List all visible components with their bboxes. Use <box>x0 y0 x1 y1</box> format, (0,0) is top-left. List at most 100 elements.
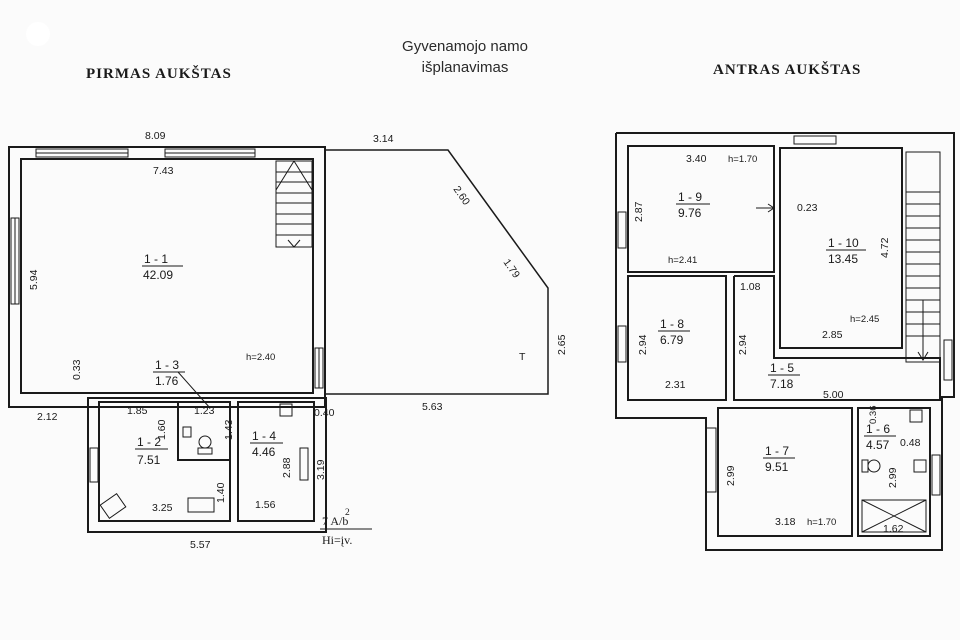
dim-0-48: 0.48 <box>900 437 921 449</box>
wall-outer-second <box>615 132 955 551</box>
room-area-1-5: 7.18 <box>770 377 794 391</box>
stamp-superscript: 2 <box>345 508 350 518</box>
room-id-1-4: 1 - 4 <box>252 429 276 443</box>
dim-2-85: 2.85 <box>822 329 843 341</box>
stamp-line-2: Hi=įv. <box>322 533 352 547</box>
dim-4-72: 4.72 <box>879 237 891 258</box>
window-left-1-8 <box>617 325 627 363</box>
room-id-1-1: 1 - 1 <box>144 252 168 266</box>
corner-dot <box>26 22 50 46</box>
room-id-1-3: 1 - 3 <box>155 358 179 372</box>
window-lower-right <box>299 447 309 481</box>
toilet-icon <box>197 435 213 455</box>
dim-0-33: 0.33 <box>71 359 83 380</box>
height-1-10: h=2.45 <box>850 314 879 325</box>
wall-room-1-7 <box>717 407 853 537</box>
dim-2-87: 2.87 <box>633 201 645 222</box>
dim-8-09: 8.09 <box>145 130 166 142</box>
dim-2-99-left: 2.99 <box>725 465 737 486</box>
room-id-1-5: 1 - 5 <box>770 361 794 375</box>
room-id-1-10: 1 - 10 <box>828 236 859 250</box>
dim-3-40: 3.40 <box>686 153 707 165</box>
dim-1-43: 1.43 <box>223 419 235 440</box>
height-1-7: h=1.70 <box>807 517 836 528</box>
room-id-1-2: 1 - 2 <box>137 435 161 449</box>
dim-3-25: 3.25 <box>152 502 173 514</box>
dim-2-60: 2.60 <box>451 184 473 208</box>
window-right-1-5 <box>943 339 953 381</box>
terrace-outline <box>325 149 549 395</box>
boiler-icon-second <box>909 409 923 423</box>
sink-icon-second <box>913 459 927 473</box>
room-id-1-9: 1 - 9 <box>678 190 702 204</box>
toilet-icon-second <box>861 459 881 473</box>
dim-0-36: 0.36 <box>868 406 879 425</box>
dim-1-23: 1.23 <box>194 405 215 417</box>
dim-2-12: 2.12 <box>37 411 58 423</box>
dim-1-56: 1.56 <box>255 499 276 511</box>
appliance-icon <box>99 493 127 519</box>
window-left-1-7 <box>705 427 717 493</box>
wall-room-1-4 <box>237 401 315 522</box>
dim-1-85: 1.85 <box>127 405 148 417</box>
height-1-9-room: h=2.41 <box>668 255 697 266</box>
room-id-1-8: 1 - 8 <box>660 317 684 331</box>
stamp-line-1: 7 A/b <box>322 514 348 528</box>
second-floor-plan <box>615 132 955 551</box>
window-lower-left <box>89 447 99 483</box>
room-area-1-7: 9.51 <box>765 460 789 474</box>
second-floor-labels: 3.40 h=1.70 2.87 0.23 4.72 1.08 2.94 2.9… <box>633 153 921 535</box>
room-area-1-8: 6.79 <box>660 333 684 347</box>
dim-2-88: 2.88 <box>281 457 293 478</box>
dim-2-94-right: 2.94 <box>737 334 749 355</box>
leader-line <box>177 371 211 409</box>
first-floor-labels: 8.09 7.43 5.94 0.33 2.12 1.85 1.60 1.23 … <box>28 130 568 551</box>
stove-icon <box>187 497 215 513</box>
terrace-mark: T <box>519 351 526 363</box>
room-area-1-2: 7.51 <box>137 453 161 467</box>
dim-3-19: 3.19 <box>315 459 327 480</box>
dim-1-62: 1.62 <box>883 523 904 535</box>
shower-icon <box>861 499 927 533</box>
room-area-1-9: 9.76 <box>678 206 702 220</box>
dim-3-18: 3.18 <box>775 516 796 528</box>
room-id-1-7: 1 - 7 <box>765 444 789 458</box>
dim-0-23: 0.23 <box>797 202 818 214</box>
room-id-1-6: 1 - 6 <box>866 422 890 436</box>
dim-2-31: 2.31 <box>665 379 686 391</box>
dim-1-79: 1.79 <box>501 257 523 281</box>
window-top-second <box>793 135 837 145</box>
stairs-first-floor <box>275 160 313 248</box>
stairs-second-floor <box>905 151 941 363</box>
dim-5-00: 5.00 <box>823 389 844 401</box>
window-right-1-6 <box>931 454 941 496</box>
room-area-1-1: 42.09 <box>143 268 173 282</box>
sink-icon <box>182 426 192 438</box>
wall-room-1-9 <box>627 145 775 273</box>
dim-5-94: 5.94 <box>28 269 40 290</box>
dim-0-40: 0.40 <box>314 407 335 419</box>
page-title: Gyvenamojo namo išplanavimas <box>340 36 590 78</box>
window-left-1-9 <box>617 211 627 249</box>
dim-1-60: 1.60 <box>156 419 168 440</box>
height-1-9: h=1.70 <box>728 154 757 165</box>
dim-2-65: 2.65 <box>556 334 568 355</box>
room-area-1-6: 4.57 <box>866 438 890 452</box>
wall-room-1-2 <box>98 401 231 522</box>
page-title-line-1: Gyvenamojo namo <box>402 38 528 55</box>
wall-outer-main <box>8 146 326 408</box>
wall-room-1-6 <box>857 407 931 537</box>
wall-outer-lower <box>87 397 327 533</box>
boiler-icon <box>279 403 293 417</box>
second-floor-label: ANTRAS AUKŠTAS <box>713 62 862 78</box>
wall-inner-main <box>20 158 314 394</box>
room-area-1-10: 13.45 <box>828 252 858 266</box>
height-first-floor: h=2.40 <box>246 352 275 363</box>
room-area-1-3: 1.76 <box>155 374 179 388</box>
dim-2-94-left: 2.94 <box>637 334 649 355</box>
dim-3-14: 3.14 <box>373 133 394 145</box>
page-title-line-2: išplanavimas <box>421 59 509 76</box>
dim-1-08: 1.08 <box>740 281 761 293</box>
